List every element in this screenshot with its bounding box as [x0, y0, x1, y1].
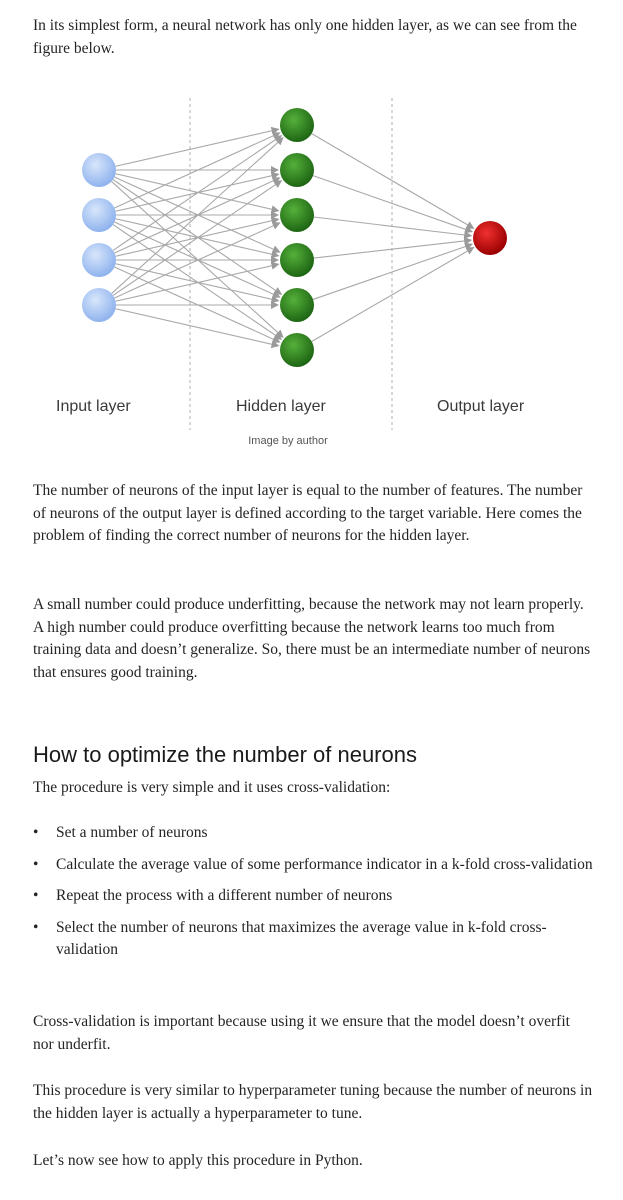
- hidden-neuron: [280, 198, 314, 232]
- input-neuron: [82, 198, 116, 232]
- list-item: Select the number of neurons that maximi…: [33, 917, 593, 962]
- neural-network-diagram: [82, 98, 507, 430]
- connection-arrow: [313, 236, 473, 259]
- hidden-neuron: [280, 333, 314, 367]
- output-neuron: [473, 221, 507, 255]
- list-item: Set a number of neurons: [33, 822, 593, 845]
- connection-arrow: [111, 137, 284, 294]
- list-item: Calculate the average value of some perf…: [33, 854, 593, 877]
- input-neuron: [82, 288, 116, 322]
- paragraph-input-output: The number of neurons of the input layer…: [33, 482, 583, 544]
- hidden-layer-label: Hidden layer: [236, 398, 326, 415]
- paragraph-python: Let’s now see how to apply this procedur…: [33, 1152, 363, 1169]
- input-layer-label: Input layer: [56, 398, 131, 415]
- connection-arrow: [311, 133, 475, 229]
- paragraph-hyperparameter: This procedure is very similar to hyperp…: [33, 1082, 593, 1122]
- hidden-neuron: [280, 288, 314, 322]
- input-neuron: [82, 243, 116, 277]
- paragraph-procedure: The procedure is very simple and it uses…: [33, 779, 391, 796]
- connection-arrow: [311, 247, 475, 342]
- connection-arrow: [115, 308, 280, 349]
- section-heading: How to optimize the number of neurons: [33, 742, 417, 767]
- connection-arrow: [312, 242, 473, 300]
- connection-arrow: [312, 175, 474, 234]
- paragraph-cross-validation: Cross-validation is important because us…: [33, 1013, 570, 1053]
- connection-arrow: [112, 135, 283, 251]
- connection-arrow: [313, 216, 473, 239]
- intro-paragraph: In its simplest form, a neural network h…: [33, 17, 577, 57]
- neural-network-figure: Input layer Hidden layer Output layer: [0, 90, 623, 435]
- output-layer-label: Output layer: [437, 398, 525, 415]
- connection-arrow: [115, 261, 280, 302]
- list-item: Repeat the process with a different numb…: [33, 885, 593, 908]
- connection-arrow: [114, 132, 281, 209]
- connection-arrow: [114, 222, 281, 299]
- connection-arrow: [112, 180, 283, 296]
- paragraph-underfitting: A small number could produce underfittin…: [33, 596, 591, 681]
- hidden-neuron: [280, 243, 314, 277]
- connection-arrow: [115, 126, 280, 167]
- hidden-neuron: [280, 153, 314, 187]
- input-neuron: [82, 153, 116, 187]
- figure-caption: Image by author: [248, 435, 328, 447]
- hidden-neuron: [280, 108, 314, 142]
- procedure-steps-list: Set a number of neurons Calculate the av…: [33, 822, 593, 971]
